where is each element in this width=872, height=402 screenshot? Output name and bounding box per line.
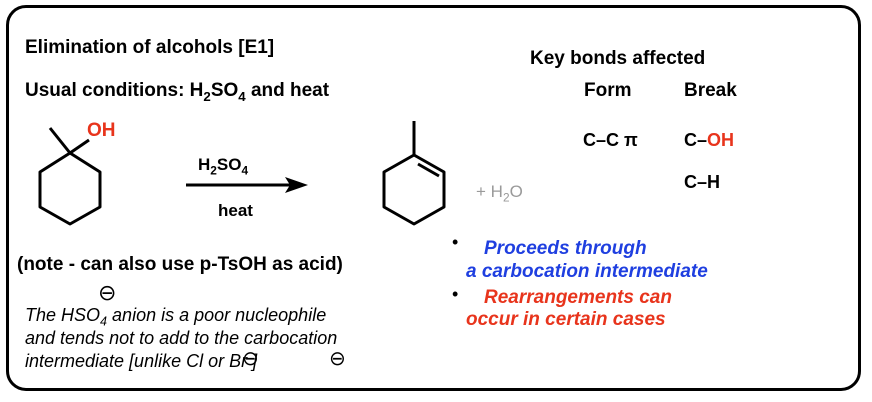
byproduct-water: + H2O: [476, 182, 523, 205]
hydroxyl-label: OH: [87, 120, 116, 141]
acid-note: (note - can also use p-TsOH as acid): [17, 254, 343, 275]
bullet-1-dot: •: [452, 232, 459, 252]
product-1-methylcyclohexene: [382, 121, 446, 226]
explanation-line-3: intermediate [unlike Cl or Br ]: [25, 351, 258, 371]
reactant-1-methylcyclohexanol: [38, 127, 102, 226]
key-bonds-heading: Key bonds affected: [530, 48, 706, 69]
usual-conditions: Usual conditions: H2SO4 and heat: [25, 80, 330, 104]
break-bond-c-oh: C–OH: [684, 130, 735, 150]
break-bond-c-h: C–H: [684, 172, 721, 192]
arrow-reagent: H2SO4: [198, 155, 249, 178]
bullet-1-line-2: a carbocation intermediate: [466, 261, 708, 282]
bullet-2-line-2: occur in certain cases: [466, 309, 666, 330]
bullet-1-line-1: Proceeds through: [484, 238, 647, 259]
explanation-line-1: The HSO4 anion is a poor nucleophile: [25, 305, 327, 329]
bromide-charge-icon: ⊖: [329, 348, 346, 370]
hso4-charge-icon: ⊖: [98, 280, 117, 305]
chloride-charge-icon: ⊖: [242, 348, 259, 370]
break-header: Break: [684, 80, 737, 101]
explanation-line-2: and tends not to add to the carbocation: [25, 328, 338, 348]
bullet-2-dot: •: [452, 284, 459, 304]
slide-title: Elimination of alcohols [E1]: [25, 37, 275, 58]
arrow-condition-heat: heat: [218, 201, 253, 220]
bullet-2-line-1: Rearrangements can: [484, 287, 672, 308]
slide-frame: [6, 5, 861, 391]
reaction-arrow: [186, 177, 308, 193]
form-header: Form: [584, 80, 632, 101]
form-bond-cc-pi: C–C π: [583, 130, 638, 150]
